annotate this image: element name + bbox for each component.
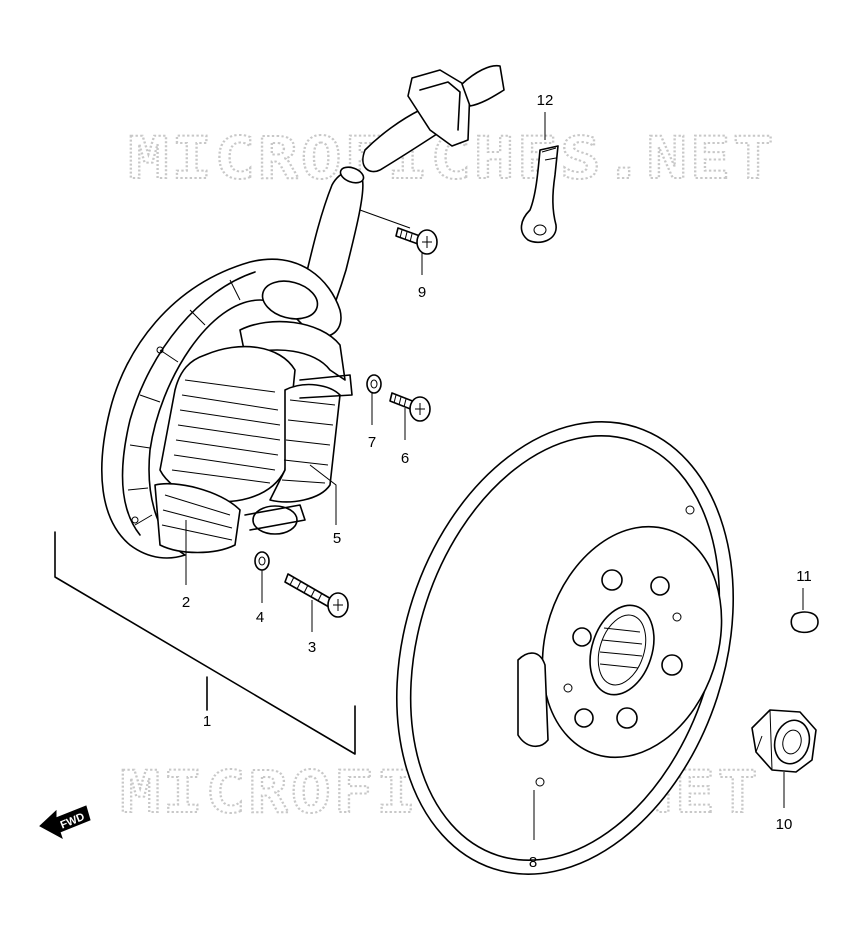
callout-11: 11 bbox=[796, 568, 812, 585]
screw-3 bbox=[284, 573, 349, 618]
stator-coils bbox=[154, 320, 353, 554]
nut-10 bbox=[751, 709, 817, 773]
washer-7 bbox=[366, 374, 382, 394]
washer-4 bbox=[254, 551, 270, 571]
callout-2: 2 bbox=[182, 594, 190, 611]
callout-4: 4 bbox=[256, 609, 264, 626]
wire-harness bbox=[299, 64, 505, 307]
callout-5: 5 bbox=[333, 530, 341, 547]
callout-3: 3 bbox=[308, 639, 316, 656]
callout-9: 9 bbox=[418, 284, 426, 301]
assembly-bracket-1 bbox=[54, 531, 356, 755]
callout-8: 8 bbox=[529, 854, 537, 871]
fwd-label: FWD bbox=[59, 811, 87, 832]
flywheel-rotor bbox=[395, 421, 735, 875]
callout-10: 10 bbox=[776, 816, 793, 833]
callout-7: 7 bbox=[368, 434, 376, 451]
key-11 bbox=[790, 611, 819, 634]
leader-lines bbox=[185, 112, 804, 840]
screw-6 bbox=[389, 392, 431, 422]
callout-1: 1 bbox=[203, 713, 211, 730]
callout-12: 12 bbox=[537, 92, 554, 109]
screw-9 bbox=[395, 227, 438, 255]
callout-6: 6 bbox=[401, 450, 409, 467]
bracket-12 bbox=[520, 145, 559, 244]
stator-plate bbox=[101, 258, 342, 559]
forward-arrow-icon: FWD bbox=[39, 805, 91, 840]
